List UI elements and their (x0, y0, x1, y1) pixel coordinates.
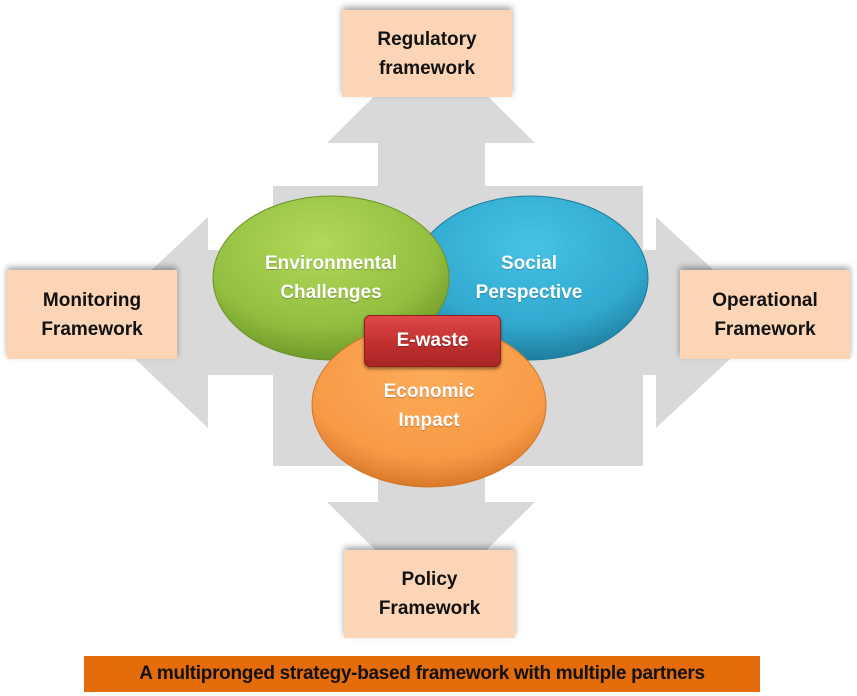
regulatory-line-2: framework (378, 57, 476, 79)
operational-line-1: Operational (712, 289, 818, 311)
economic-label: Economic Impact (329, 377, 529, 435)
policy-line-2: Framework (378, 598, 481, 619)
policy-framework-box: Policy Framework (344, 550, 515, 638)
monitoring-line-1: Monitoring (42, 289, 142, 311)
caption-banner: A multipronged strategy-based framework … (84, 656, 760, 692)
arrow-up (327, 40, 535, 186)
operational-framework-box: Operational Framework (680, 270, 850, 359)
arrow-down (327, 466, 535, 605)
environmental-line-1: Environmental (265, 253, 397, 274)
environmental-line-2: Challenges (280, 282, 382, 303)
ewaste-box: E-waste (364, 315, 501, 367)
economic-line-1: Economic (383, 381, 475, 402)
caption-text: A multipronged strategy-based framework … (139, 663, 705, 684)
monitoring-line-2: Framework (41, 318, 143, 340)
regulatory-line-1: Regulatory (377, 28, 477, 50)
social-line-2: Perspective (475, 282, 583, 303)
policy-line-1: Policy (401, 569, 458, 590)
monitoring-framework-box: Monitoring Framework (7, 270, 177, 359)
social-line-1: Social (501, 253, 557, 274)
ewaste-label: E-waste (396, 330, 469, 351)
economic-line-2: Impact (398, 410, 460, 431)
regulatory-framework-box: Regulatory framework (342, 10, 512, 97)
environmental-label: Environmental Challenges (231, 249, 431, 307)
operational-line-2: Framework (714, 318, 816, 340)
social-label: Social Perspective (429, 249, 629, 307)
